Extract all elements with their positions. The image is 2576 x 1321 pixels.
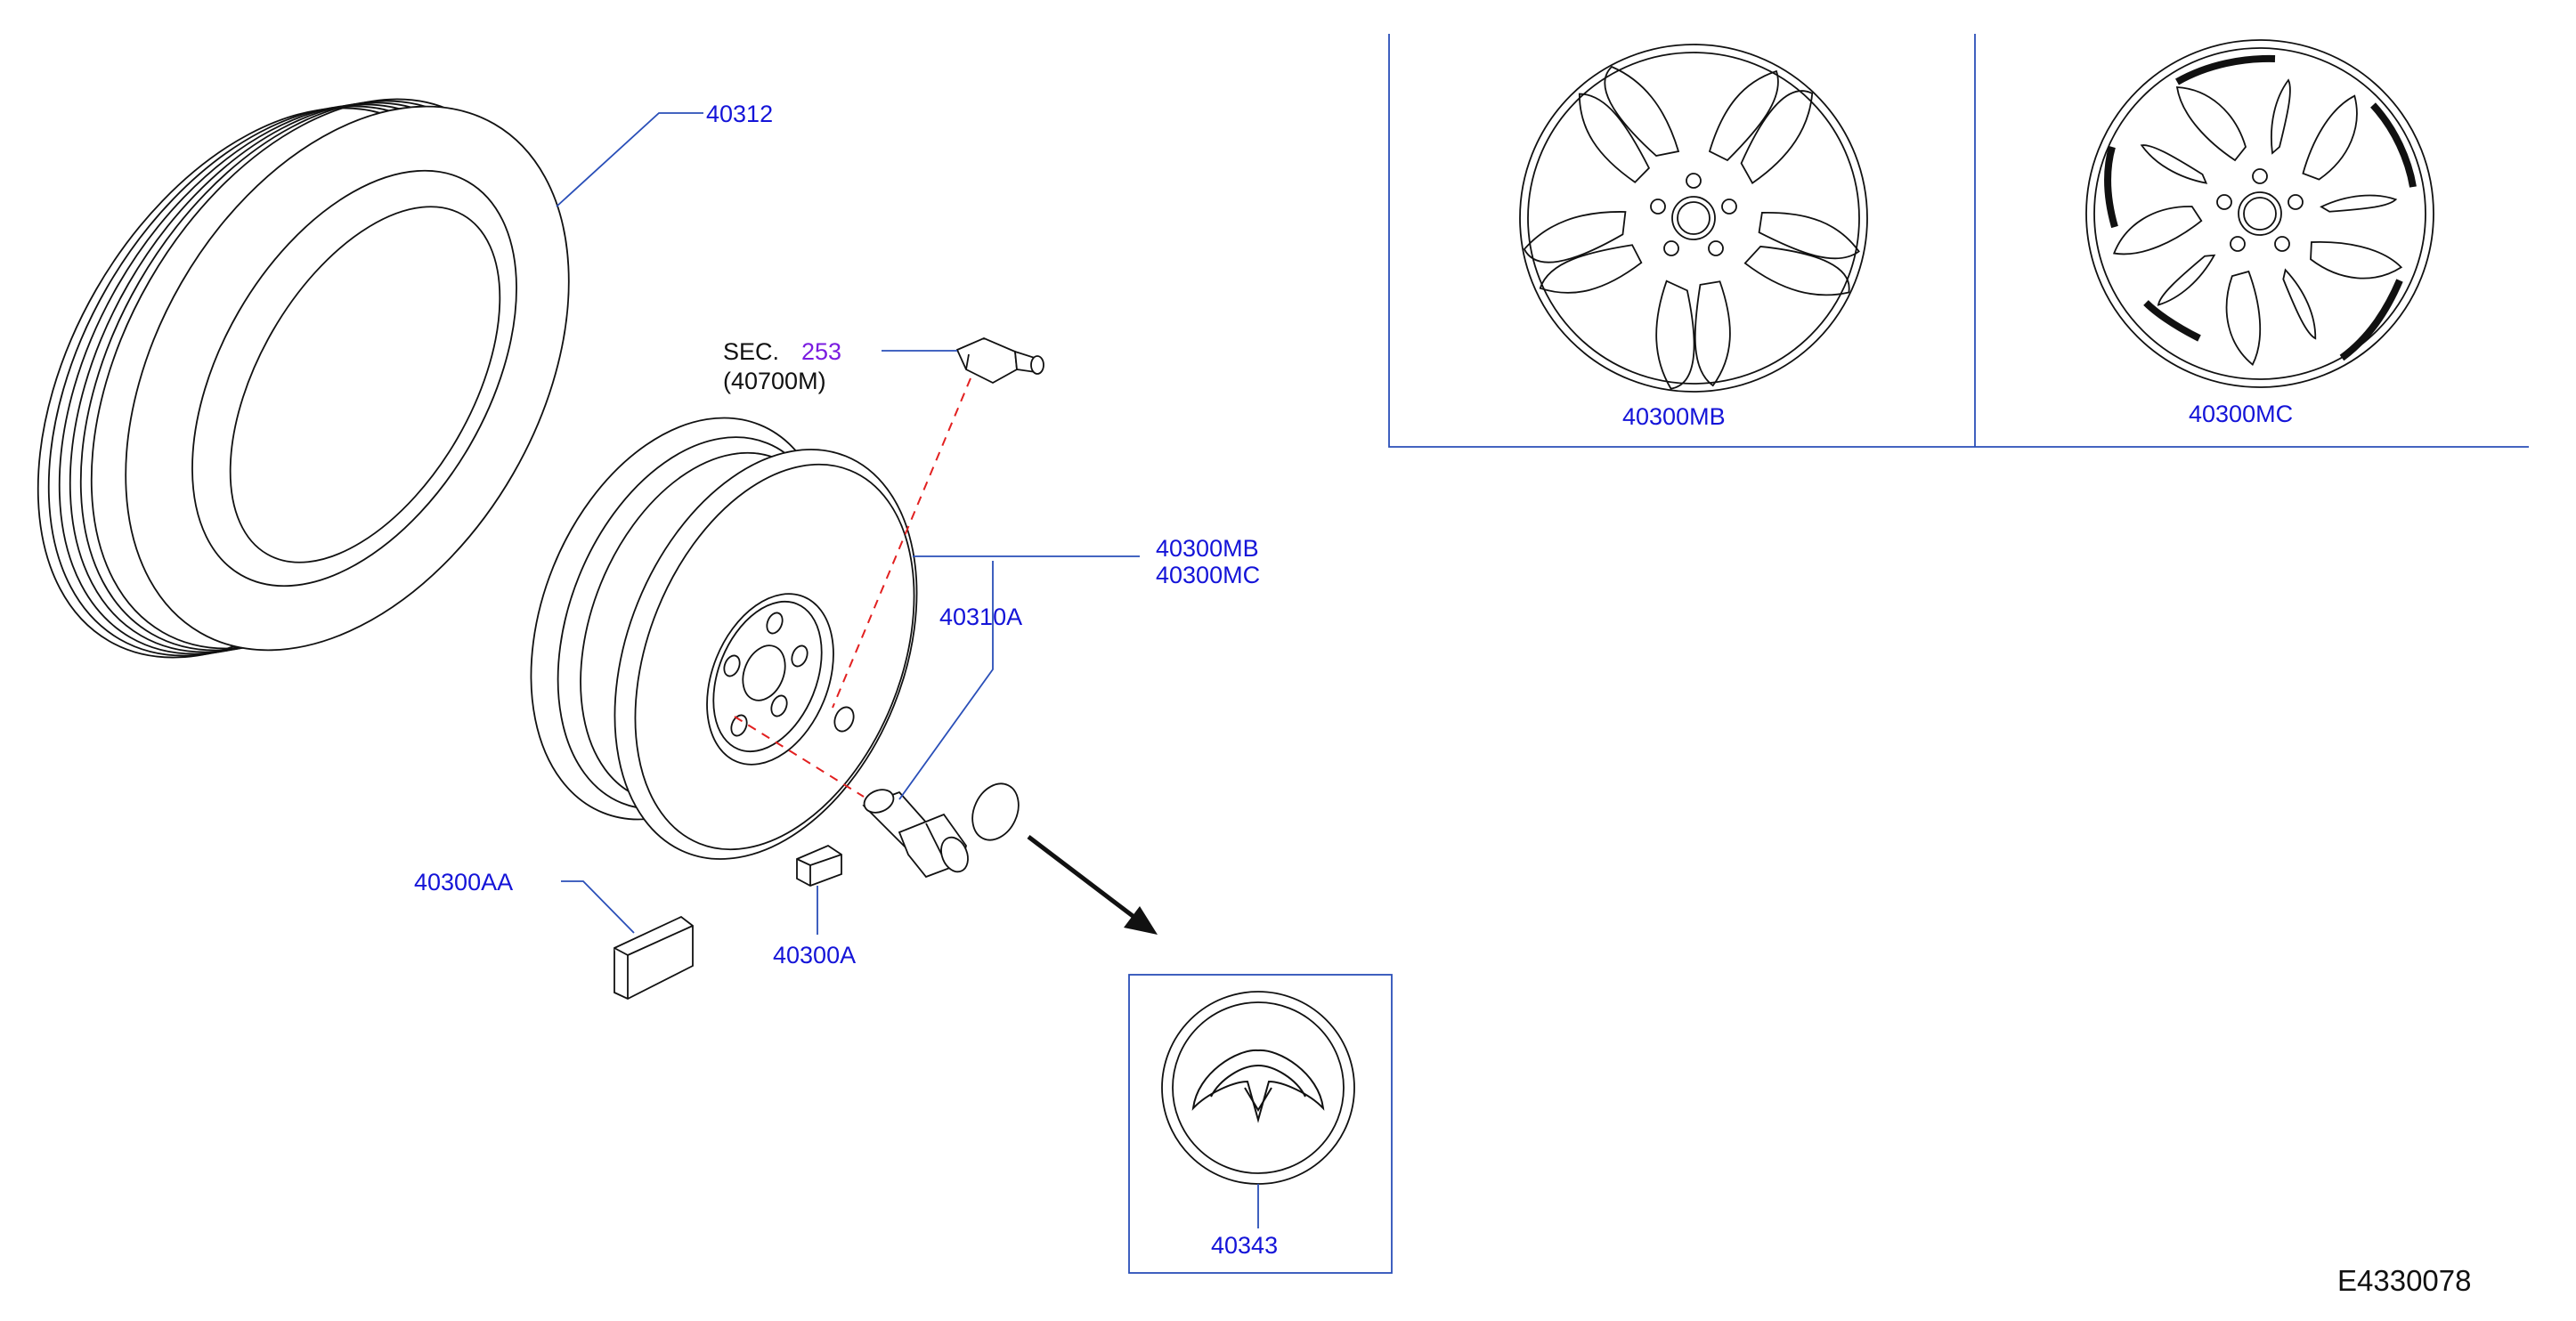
label-tire-40312[interactable]: 40312 [706, 101, 773, 127]
balance-weight-a-drawing[interactable] [796, 844, 842, 887]
label-lug-nut-40310A[interactable]: 40310A [939, 604, 1022, 630]
wheel-variant-mc-drawing[interactable] [2085, 39, 2434, 388]
label-balance-weight-40300A[interactable]: 40300A [773, 942, 856, 968]
wheel-lug-holes [723, 612, 809, 737]
seal-ring-drawing [971, 782, 1020, 841]
wheel-center-bore [742, 644, 786, 701]
variant-panel-frame [1388, 34, 2529, 448]
label-variant-40300MC[interactable]: 40300MC [2189, 401, 2293, 427]
tire-bead-inner [229, 206, 501, 563]
section-ref-sub: (40700M) [723, 368, 826, 394]
tire-drawing[interactable] [0, 22, 660, 734]
mb-spoke-windows [1521, 65, 1865, 394]
label-wheel-40300MC[interactable]: 40300MC [1156, 562, 1260, 588]
label-variant-40300MB[interactable]: 40300MB [1622, 403, 1726, 430]
mc-spoke-windows [2106, 78, 2407, 371]
wheel-hub-flange-inner [712, 600, 823, 753]
label-wheel-40300MB[interactable]: 40300MB [1156, 535, 1259, 562]
tpms-sensor-drawing[interactable] [955, 337, 1044, 385]
balance-weight-aa-drawing[interactable] [614, 915, 694, 1001]
arrow-head [1124, 906, 1158, 935]
leader-balance-weight-aa [561, 880, 635, 934]
center-cap-drawing[interactable] [1161, 991, 1355, 1185]
diagram-code: E4330078 [2337, 1264, 2471, 1297]
wheel-drawing[interactable] [475, 373, 973, 904]
wheel-face-ring [634, 463, 915, 851]
section-ref-prefix: SEC. [723, 338, 779, 365]
mc-lug-holes [2216, 168, 2304, 252]
center-cap-detail-box [1128, 974, 1393, 1274]
wheel-hub-flange [706, 593, 834, 766]
wheel-variant-mb-drawing[interactable] [1519, 44, 1868, 394]
wheel-valve-hole [833, 706, 855, 733]
label-balance-weight-40300AA[interactable]: 40300AA [414, 869, 513, 896]
lug-nut-drawing[interactable] [861, 786, 973, 879]
section-ref-253-link[interactable]: 253 [801, 338, 841, 365]
label-center-cap-40343[interactable]: 40343 [1211, 1232, 1278, 1259]
leader-lug-nut [898, 561, 994, 800]
arrow-to-center-cap [1027, 835, 1142, 923]
leader-tire [556, 112, 703, 207]
dashed-sensor-to-wheel [832, 377, 971, 709]
infiniti-logo-icon [1191, 1049, 1325, 1123]
mc-rim-accent-strips [2104, 54, 2417, 361]
mb-lug-holes [1650, 173, 1737, 256]
